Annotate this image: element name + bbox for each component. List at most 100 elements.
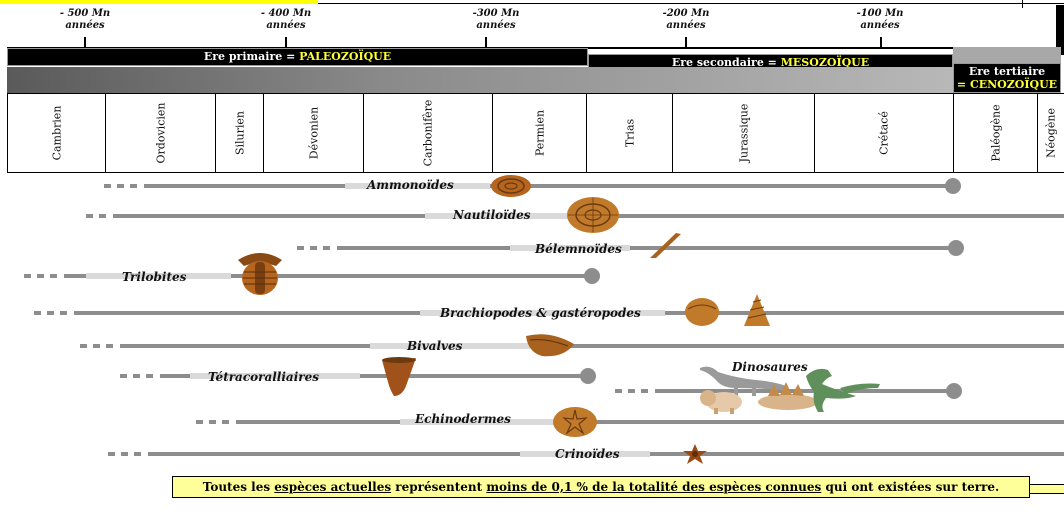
dash (34, 311, 41, 315)
note-box: Toutes les espèces actuelles représenten… (172, 476, 1030, 498)
axis-tick (285, 37, 287, 47)
time-label-unit: années (65, 20, 105, 31)
group-label-brachiopodes: Brachiopodes & gastéropodes (440, 306, 641, 320)
period-label: Crétacé (877, 111, 891, 155)
label-background (400, 419, 555, 425)
nautilus-icon (567, 197, 619, 233)
time-label-500: - 500 Mn années (45, 8, 125, 32)
era-paleozoic: Ere primaire = PALEOZOÏQUE (7, 48, 588, 66)
period-permien: Permien (492, 94, 586, 172)
time-label-unit: années (476, 20, 516, 31)
period-cretace: Crétacé (814, 94, 953, 172)
dash (310, 246, 317, 250)
era-prefix: Ere tertiaire (968, 65, 1046, 78)
time-label-value: -200 Mn (662, 8, 710, 19)
period-label: Permien (533, 109, 546, 157)
label-background (520, 451, 650, 457)
period-silurien: Silurien (215, 94, 263, 172)
extinction-dot (945, 178, 961, 194)
top-border-line (318, 3, 1064, 4)
period-carbonifere: Carbonifère (363, 94, 492, 172)
era-name: = CENOZOÏQUE (956, 78, 1058, 91)
extinction-dot (948, 240, 964, 256)
bivalve-icon (526, 334, 574, 357)
note-highlight: moins de 0,1 % de la totalité des espèce… (486, 480, 822, 494)
brachiopod-icon (685, 298, 719, 326)
dash (50, 274, 57, 278)
time-label-value: - 400 Mn (260, 8, 312, 19)
group-label-trilobites: Trilobites (122, 270, 187, 284)
group-label-bivalves: Bivalves (407, 339, 463, 353)
group-label-belemnoides: Bélemnoïdes (535, 242, 622, 256)
dash (120, 374, 127, 378)
dash (641, 389, 648, 393)
dash (196, 420, 203, 424)
dash (628, 389, 635, 393)
range-line-tetracoralliaires (160, 374, 588, 378)
dash (99, 214, 106, 218)
time-label-unit: années (666, 20, 706, 31)
dash (222, 420, 229, 424)
top-highlight-strip (0, 0, 318, 4)
era-name: MESOZOÏQUE (780, 56, 870, 69)
period-trias: Trias (586, 94, 672, 172)
note-text: qui ont existées sur terre. (825, 480, 1000, 494)
right-edge-bar (1056, 5, 1064, 55)
era-gradient-band (7, 67, 953, 93)
time-label-value: -300 Mn (472, 8, 520, 19)
dash (108, 452, 115, 456)
group-label-tetracoralliaires: Tétracoralliaires (208, 370, 319, 384)
dinosaurs-icon (700, 366, 880, 414)
group-label-nautiloides: Nautiloïdes (453, 208, 531, 222)
dash (134, 452, 141, 456)
note-connector (1030, 484, 1064, 494)
time-label-200: -200 Mn années (646, 8, 726, 32)
period-label: Ordovicien (154, 102, 167, 164)
era-name: PALEOZOÏQUE (299, 50, 392, 63)
period-devonien: Dévonien (263, 94, 363, 172)
group-label-echinodermes: Echinodermes (415, 412, 511, 426)
dash (297, 246, 304, 250)
dash (106, 344, 113, 348)
group-label-crinoides: Crinoïdes (555, 447, 620, 461)
label-background (190, 373, 360, 379)
axis-tick (84, 37, 86, 47)
period-label: Silurien (233, 110, 246, 156)
note-highlight: espèces actuelles (274, 480, 392, 494)
dash (60, 311, 67, 315)
period-label: Paléogène (989, 104, 1002, 162)
range-line-belemnoides (337, 246, 955, 250)
time-label-value: -100 Mn (856, 8, 904, 19)
dash (209, 420, 216, 424)
period-ordovicien: Ordovicien (105, 94, 215, 172)
axis-tick (485, 37, 487, 47)
axis-tick (880, 37, 882, 47)
time-label-100: -100 Mn années (840, 8, 920, 32)
era-cenozoic: Ere tertiaire = CENOZOÏQUE (953, 63, 1061, 93)
period-label: Néogène (1044, 108, 1058, 158)
era-prefix: Ere primaire = (203, 50, 296, 63)
time-label-value: - 500 Mn (59, 8, 111, 19)
range-line-dinosaures (655, 389, 955, 393)
dash (93, 344, 100, 348)
period-label: Jurassique (737, 103, 750, 163)
period-label: Cambrien (50, 105, 63, 161)
dash (133, 374, 140, 378)
range-line-bivalves (120, 344, 1064, 348)
range-line-echinodermes (236, 420, 1064, 424)
dash (86, 214, 93, 218)
crinoid-icon (683, 444, 707, 464)
group-label-ammonoides: Ammonoïdes (367, 178, 454, 192)
period-label: Trias (623, 118, 636, 148)
dash (615, 389, 622, 393)
period-jurassique: Jurassique (672, 94, 814, 172)
trilobite-icon (238, 253, 282, 295)
belemnite-icon (650, 233, 681, 258)
extinction-dot (584, 268, 600, 284)
range-line-ammonoides (144, 184, 954, 188)
extinction-dot (580, 368, 596, 384)
dash (146, 374, 153, 378)
dash (47, 311, 54, 315)
time-label-400: - 400 Mn années (246, 8, 326, 32)
dash (130, 184, 137, 188)
